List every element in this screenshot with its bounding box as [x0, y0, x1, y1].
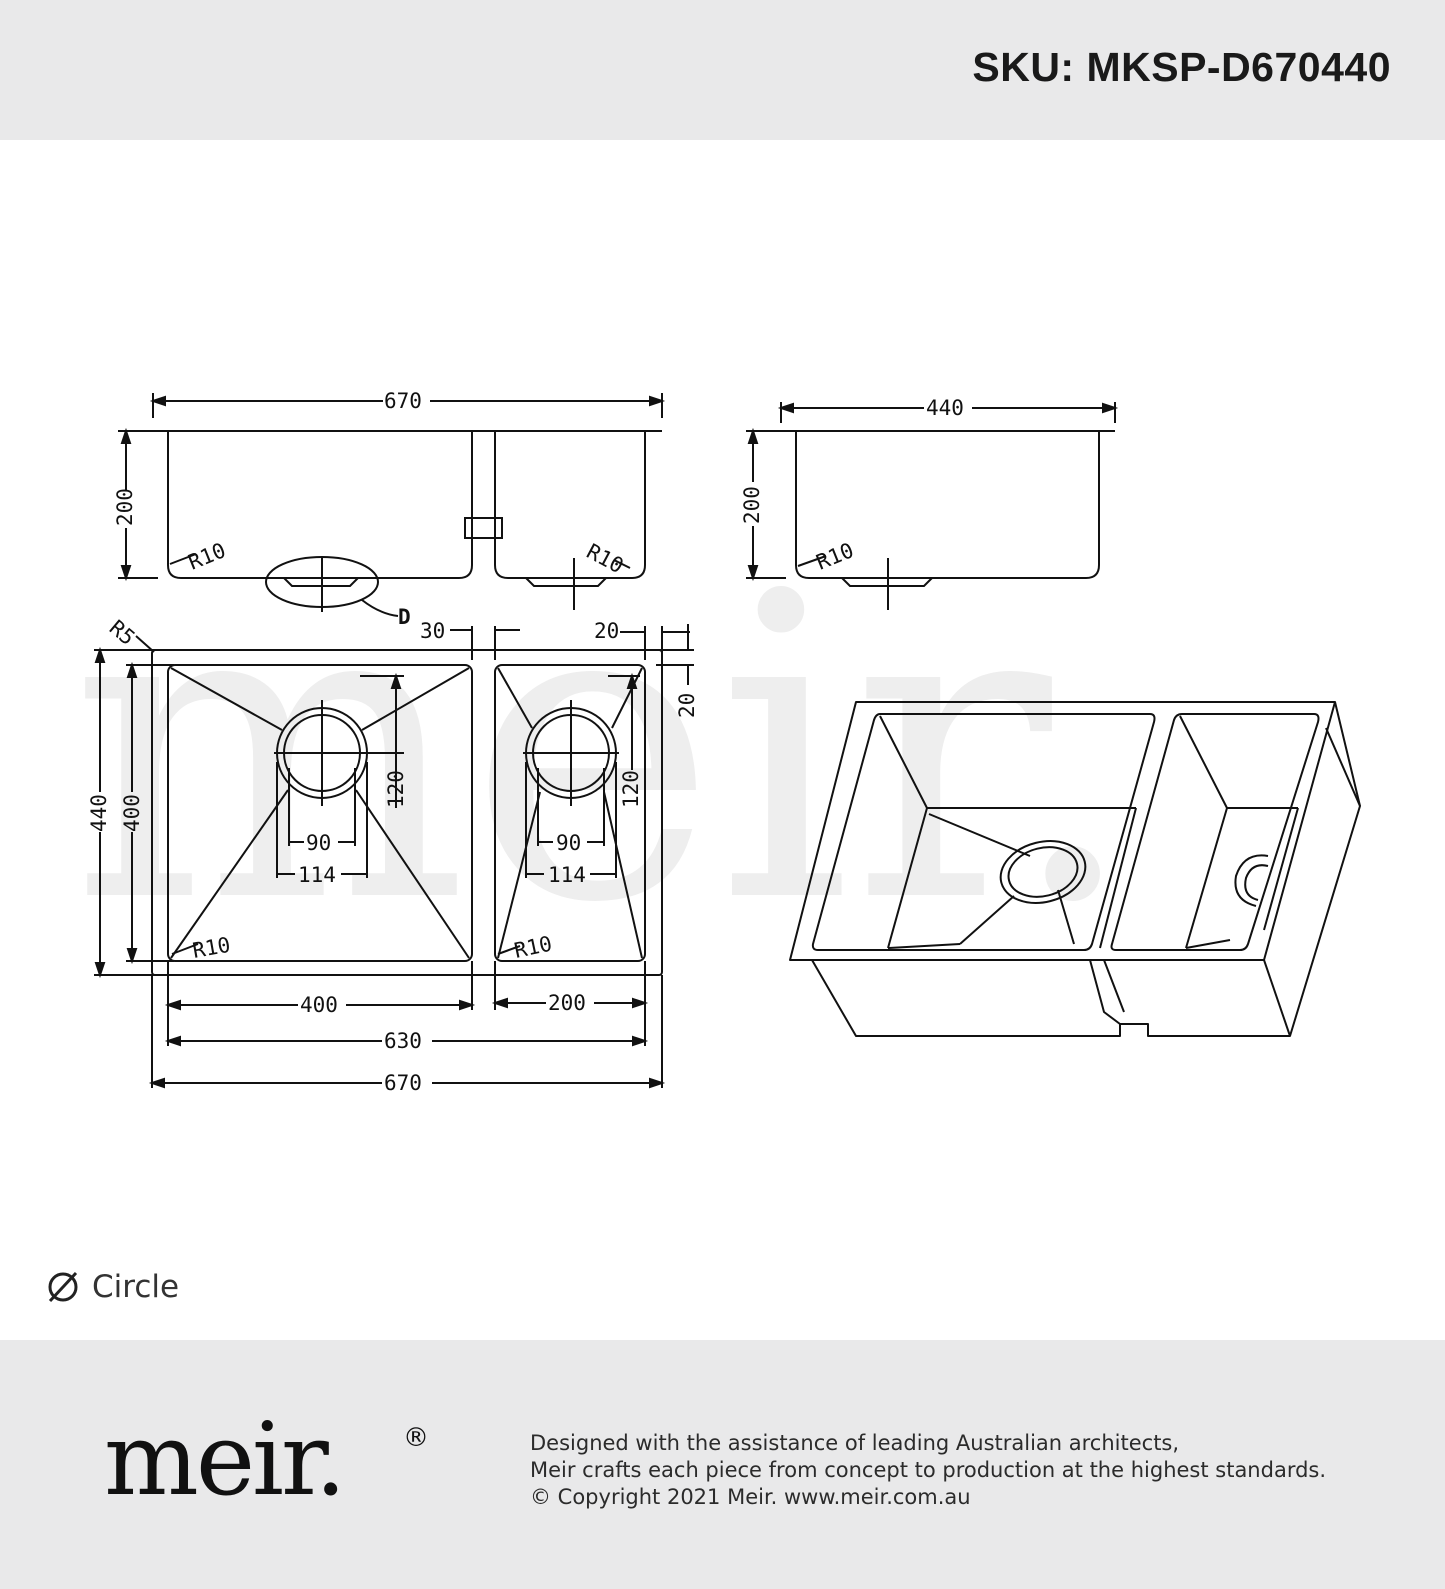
end-width-440: 440 [926, 396, 964, 420]
plan-waste-inner-right: 90 [556, 831, 581, 855]
plan-waste-inner-left: 90 [306, 831, 331, 855]
footer-band [0, 1340, 1445, 1589]
plan-bowl-depth-400: 400 [120, 794, 144, 832]
diameter-icon [48, 1271, 78, 1303]
plan-waste-outer-right: 114 [548, 863, 586, 887]
plan-waste-offset-left: 120 [384, 770, 408, 808]
side-view [118, 393, 666, 617]
plan-view [94, 624, 694, 1089]
footer-tagline: Designed with the assistance of leading … [530, 1430, 1326, 1511]
side-height-200: 200 [113, 488, 137, 526]
plan-depth-440: 440 [87, 794, 111, 832]
plan-flange-right-20: 20 [594, 619, 619, 643]
registered-mark: ® [403, 1423, 429, 1453]
plan-overall-width-670: 670 [384, 1071, 422, 1095]
tagline-line-2: Meir crafts each piece from concept to p… [530, 1458, 1327, 1482]
detail-label: D [398, 605, 411, 629]
watermark-logo: meir. [70, 506, 1139, 995]
end-height-200: 200 [740, 486, 764, 524]
header-band: SKU: MKSP-D670440 [0, 0, 1445, 140]
end-view [746, 402, 1119, 610]
plan-bowl-width-400: 400 [300, 993, 338, 1017]
tagline-line-3: © Copyright 2021 Meir. www.meir.com.au [530, 1485, 971, 1509]
side-width-670: 670 [384, 389, 422, 413]
tagline-line-1: Designed with the assistance of leading … [530, 1431, 1180, 1455]
plan-flange-top-20: 20 [675, 693, 699, 718]
sku-label: SKU: MKSP-D670440 [972, 44, 1391, 90]
plan-waste-offset-right: 120 [619, 770, 643, 808]
plan-divider-30: 30 [420, 619, 445, 643]
plan-bowl-width-200: 200 [548, 991, 586, 1015]
legend: Circle [46, 1269, 179, 1305]
technical-drawing: meir. 670 200 R10 R1 [70, 389, 1361, 1095]
legend-label: Circle [92, 1269, 180, 1305]
plan-inner-width-630: 630 [384, 1029, 422, 1053]
brand-logo: meir. [104, 1401, 347, 1518]
plan-waste-outer-left: 114 [298, 863, 336, 887]
isometric-view [789, 701, 1361, 1037]
